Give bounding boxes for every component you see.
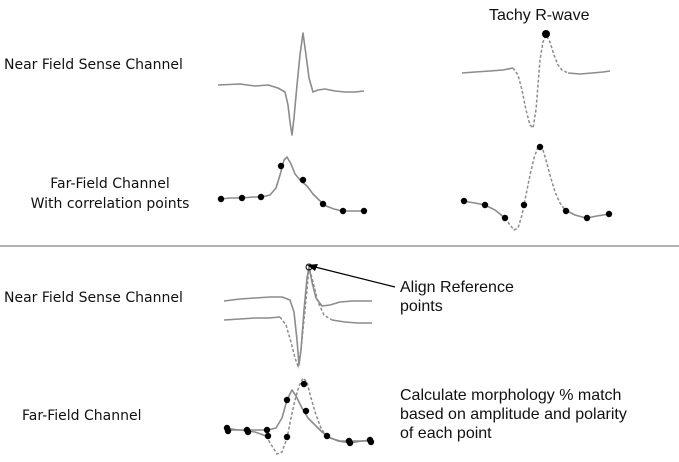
- tachy-r-wave-label: Tachy R-wave: [489, 7, 590, 24]
- correlation-point: [536, 143, 544, 151]
- correlation-point: [360, 207, 368, 215]
- far-field-label-bottom: Far-Field Channel: [22, 408, 142, 424]
- overlay-far-field-tachy-dashed: [265, 376, 327, 455]
- far-field-template-points: [217, 162, 368, 215]
- align-reference-point: [305, 263, 313, 271]
- correlation-point: [605, 210, 613, 218]
- align-note-line2: points: [400, 298, 443, 315]
- far-field-template-waveform: [219, 156, 365, 212]
- correlation-point: [319, 200, 327, 208]
- near-field-template-waveform: [217, 32, 365, 136]
- calculate-morphology-note: Calculate morphology % match based on am…: [400, 386, 627, 443]
- correlation-point: [481, 201, 489, 209]
- near-field-label-top: Near Field Sense Channel: [4, 57, 183, 73]
- correlation-point: [264, 432, 272, 440]
- correlation-point: [520, 201, 528, 209]
- correlation-point: [238, 194, 246, 202]
- correlation-point: [283, 396, 291, 404]
- calc-note-line1: Calculate morphology % match: [400, 387, 622, 404]
- align-arrow-head: [307, 264, 318, 271]
- aligned-near-field-tachy-solid-end: [331, 319, 372, 324]
- tachy-near-field-solid-end: [567, 70, 611, 75]
- tachy-r-wave-point: [542, 30, 550, 38]
- calc-note-line3: of each point: [400, 425, 492, 442]
- align-arrow-line: [310, 265, 396, 288]
- align-note-line1: Align Reference: [400, 279, 514, 296]
- correlation-point: [460, 197, 468, 205]
- far-field-label-top-line2: With correlation points: [30, 196, 190, 212]
- correlation-point: [339, 207, 347, 215]
- correlation-point: [367, 438, 375, 446]
- correlation-point: [323, 432, 331, 440]
- aligned-near-field-tachy-dashed: [279, 266, 333, 369]
- far-field-label-top-line1: Far-Field Channel: [50, 176, 170, 192]
- correlation-point: [299, 176, 307, 184]
- align-reference-note: Align Reference points: [400, 278, 514, 316]
- aligned-near-field-template: [223, 266, 372, 366]
- tachy-near-field-solid-start: [461, 67, 514, 74]
- near-field-label-bottom: Near Field Sense Channel: [4, 290, 183, 306]
- correlation-point: [277, 162, 285, 170]
- far-field-label-top: Far-Field Channel With correlation point…: [20, 174, 200, 214]
- tachy-far-field-points: [460, 143, 613, 222]
- correlation-point: [257, 193, 265, 201]
- correlation-point: [263, 426, 271, 434]
- correlation-point: [583, 214, 591, 222]
- correlation-point: [224, 427, 232, 435]
- correlation-point: [300, 380, 308, 388]
- tachy-near-field-dashed: [512, 33, 569, 130]
- correlation-point: [283, 433, 291, 441]
- calc-note-line2: based on amplitude and polarity: [400, 406, 627, 423]
- tachy-far-field-dashed: [504, 146, 566, 231]
- aligned-near-field-tachy-solid-start: [223, 316, 281, 321]
- overlay-far-field-points: [223, 380, 375, 447]
- correlation-point: [302, 407, 310, 415]
- correlation-point: [562, 207, 570, 215]
- correlation-point: [217, 195, 225, 203]
- correlation-point: [346, 439, 354, 447]
- correlation-point: [501, 214, 509, 222]
- correlation-point: [244, 428, 252, 436]
